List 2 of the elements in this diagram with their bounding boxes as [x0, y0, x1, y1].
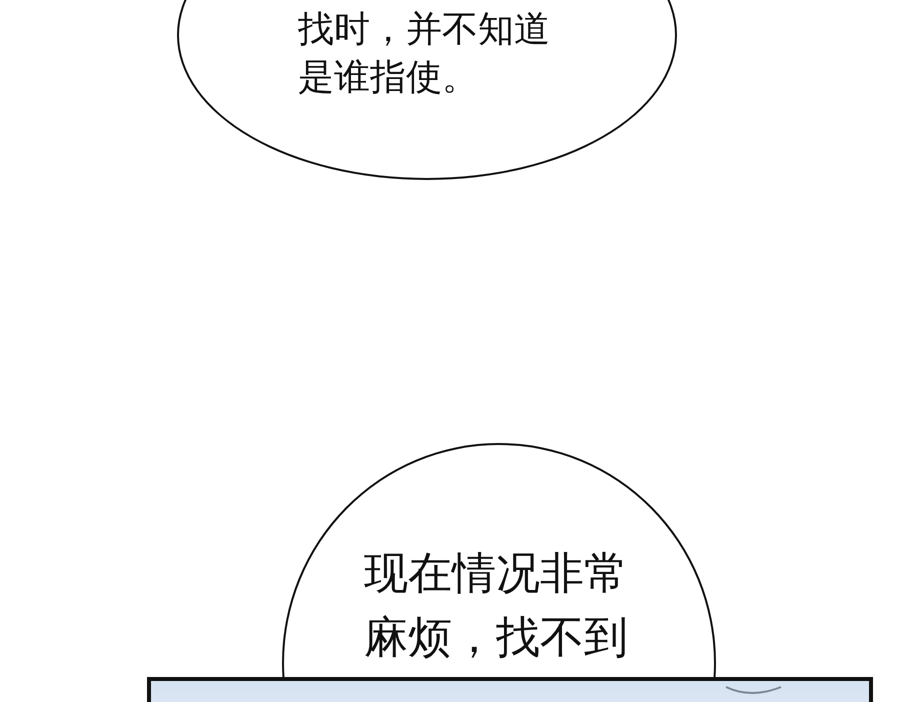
bubble-text: 现在情况非常麻烦，找不到	[364, 547, 629, 665]
bubble-text: 找时，并不知道是谁指使。	[298, 8, 551, 100]
